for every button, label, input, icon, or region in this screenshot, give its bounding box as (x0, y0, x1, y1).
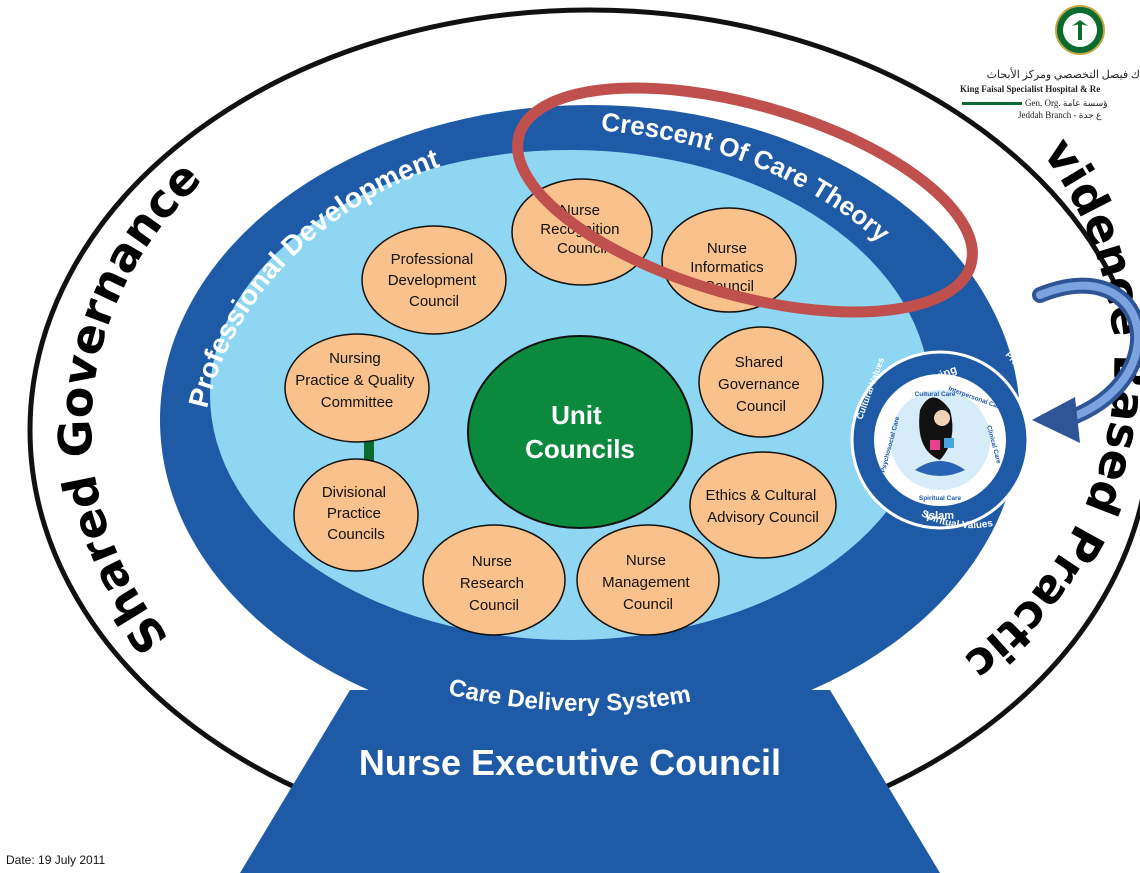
logo-org-text: Gen. Org. ؤسسة عامة (1025, 98, 1108, 109)
svg-text:Nurse Research: Nurse Research Council (460, 553, 528, 614)
unit-councils-label: Unit Councils (525, 400, 635, 464)
svg-text:Ethics & Cultural Advi: Ethics & Cultural Advisory Council (705, 487, 820, 526)
nurse-executive-council-label: Nurse Executive Council (359, 742, 781, 783)
svg-text:Professional Developme: Professional Development Council (388, 251, 481, 310)
badge-cultural-care: Cultural Care (915, 391, 956, 398)
council-shared-governance: Shared Governance Council (698, 326, 824, 438)
logo-arabic-text: ك فيصل التخصصي ومركز الأبحاث (987, 67, 1140, 81)
nurse-executive-council-base (240, 690, 940, 873)
badge-islam-label: Islam (926, 510, 954, 522)
council-divisional-practice: Divisional Practice Councils (293, 458, 419, 572)
hospital-logo: ك فيصل التخصصي ومركز الأبحاث King Faisal… (960, 5, 1140, 121)
svg-text:Shared Governance: Shared Governance Council (718, 354, 804, 415)
svg-text:Nurse Informatics: Nurse Informatics Council (690, 240, 768, 295)
council-connector (364, 433, 374, 473)
logo-english-text: King Faisal Specialist Hospital & Re (960, 84, 1100, 94)
council-nurse-research: Nurse Research Council (422, 524, 566, 636)
curved-arrow-inner (1036, 281, 1140, 424)
unit-councils-center (467, 335, 693, 529)
arrow-head (1032, 397, 1080, 443)
date-footer: Date: 19 July 2011 (6, 853, 106, 867)
svg-text:Divisional Practice: Divisional Practice Councils (322, 484, 390, 543)
svg-text:Nursing Practice & Qua: Nursing Practice & Quality Committee (295, 350, 418, 411)
council-nursing-practice-quality: Nursing Practice & Quality Committee (284, 333, 430, 443)
council-ethics-cultural: Ethics & Cultural Advisory Council (689, 451, 837, 559)
council-nurse-management: Nurse Management Council (576, 524, 720, 636)
svg-text:Nurse Management: Nurse Management Council (602, 552, 694, 613)
highlight-circle (512, 82, 978, 318)
council-professional-development: Professional Development Council (361, 225, 507, 335)
logo-branch-text: Jeddah Branch - ع جدة (1018, 110, 1102, 121)
badge-spiritual-care: Spiritual Care (919, 495, 962, 502)
